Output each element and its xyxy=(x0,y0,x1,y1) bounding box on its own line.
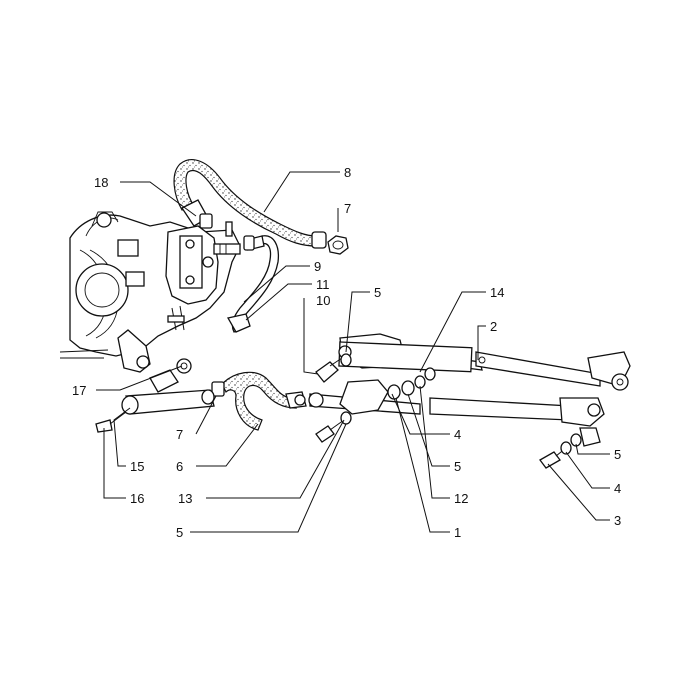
leader-17 xyxy=(96,365,183,391)
callout-3: 3 xyxy=(614,513,621,528)
callout-17: 17 xyxy=(72,383,86,398)
callout-2: 2 xyxy=(490,319,497,334)
leader-8 xyxy=(263,171,340,213)
callout-15: 15 xyxy=(130,459,144,474)
leader-15 xyxy=(113,407,131,467)
bolt-13 xyxy=(315,411,352,443)
callout-16: 16 xyxy=(130,491,144,506)
leader-16 xyxy=(103,428,126,499)
leader-5-mid xyxy=(407,393,450,467)
callout-18: 18 xyxy=(94,175,108,190)
leader-6 xyxy=(196,423,259,467)
upper-tie-rod xyxy=(338,333,631,391)
callout-13: 13 xyxy=(178,491,192,506)
leader-11 xyxy=(245,283,312,321)
brake-pipe-9 xyxy=(226,235,280,333)
callout-8: 8 xyxy=(344,165,351,180)
lower-tie-rod xyxy=(308,367,605,427)
leader-1 xyxy=(395,397,450,533)
callout-4-left: 4 xyxy=(454,427,461,442)
callout-5-top: 5 xyxy=(374,285,381,300)
callout-14: 14 xyxy=(490,285,504,300)
callout-12: 12 xyxy=(454,491,468,506)
leader-5-bottom xyxy=(190,423,347,533)
callout-6: 6 xyxy=(176,459,183,474)
callout-4-right: 4 xyxy=(614,481,621,496)
callout-7-top: 7 xyxy=(344,201,351,216)
leader-3 xyxy=(547,463,610,521)
callout-labels: 18 8 7 9 11 10 5 14 2 17 7 6 4 5 15 16 1… xyxy=(72,165,621,540)
leader-7-bottom xyxy=(195,395,217,435)
leader-lines xyxy=(96,171,610,533)
leader-18 xyxy=(120,181,197,217)
union-15 xyxy=(95,358,215,433)
leader-9 xyxy=(243,265,310,303)
leader-5-top xyxy=(345,291,370,353)
leader-13 xyxy=(206,419,345,499)
hose-6 xyxy=(211,371,307,431)
callout-11: 11 xyxy=(316,277,330,292)
leader-12 xyxy=(419,385,450,499)
callout-1: 1 xyxy=(454,525,461,540)
callout-5-right: 5 xyxy=(614,447,621,462)
callout-5-bottom: 5 xyxy=(176,525,183,540)
bolt-10 xyxy=(315,353,352,383)
leader-10 xyxy=(303,298,319,375)
callout-7-bottom: 7 xyxy=(176,427,183,442)
engine-caliper-assembly xyxy=(59,211,241,373)
callout-5-mid: 5 xyxy=(454,459,461,474)
bolt-3 xyxy=(539,427,601,469)
callout-9: 9 xyxy=(314,259,321,274)
leader-5-right xyxy=(575,443,610,455)
leader-14 xyxy=(419,291,486,373)
callout-10: 10 xyxy=(316,293,330,308)
hose-8 xyxy=(173,159,327,249)
leader-4-right xyxy=(565,451,610,489)
nut-7-top xyxy=(327,235,349,255)
leader-2 xyxy=(477,325,486,360)
